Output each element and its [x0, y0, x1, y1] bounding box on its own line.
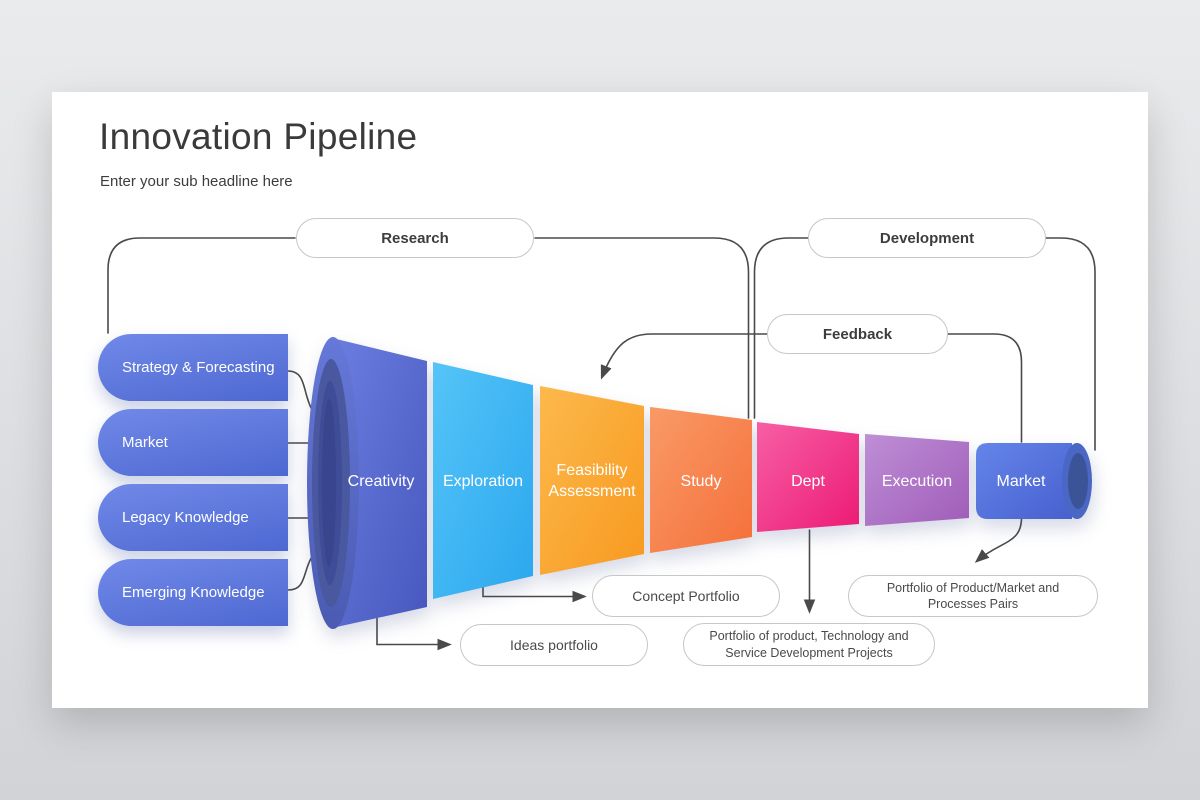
market-cap-inner	[1068, 453, 1088, 509]
input-label: Strategy & Forecasting	[122, 359, 275, 376]
input-box-market: Market	[98, 409, 288, 476]
funnel-stage-study-shape	[650, 407, 752, 553]
feedback-label: Feedback	[822, 325, 893, 343]
input-label: Legacy Knowledge	[122, 509, 249, 526]
funnel-stage-execution-shape	[865, 434, 969, 526]
funnel-stage-feasibility-shape	[540, 386, 644, 575]
funnel-mouth-core	[322, 399, 336, 567]
feedback-bracket-right	[947, 333, 1023, 443]
input-box-legacy-knowledge: Legacy Knowledge	[98, 484, 288, 551]
stage-label-dept: Dept	[791, 472, 825, 490]
funnel-stage-creativity-shape	[332, 338, 427, 628]
exploration-output-line	[482, 583, 587, 603]
funnel-shape	[307, 337, 1092, 629]
creativity-output-line	[376, 613, 452, 651]
development-bracket-left	[753, 237, 809, 419]
research-bracket-right	[534, 237, 750, 419]
output-label: Portfolio of product, Technology and Ser…	[709, 629, 909, 660]
feedback-pill: Feedback	[767, 314, 948, 354]
stage-label-study: Study	[680, 472, 722, 490]
page-subtitle: Enter your sub headline here	[100, 173, 293, 190]
funnel-stage-exploration-shape	[433, 362, 533, 599]
market-output-arrow	[974, 517, 1023, 563]
output-label: Concept Portfolio	[632, 588, 740, 604]
research-bracket-left	[107, 237, 296, 334]
concept-portfolio-pill: Concept Portfolio	[592, 575, 780, 617]
research-pill: Research	[296, 218, 534, 258]
development-label: Development	[879, 229, 975, 247]
research-label: Research	[381, 229, 449, 247]
output-label: Portfolio of Product/Market and Processe…	[886, 580, 1060, 611]
development-bracket-right	[1045, 237, 1096, 451]
feedback-arrow-to-funnel	[600, 333, 768, 380]
input-label: Market	[122, 434, 168, 451]
stage-label-market: Market	[996, 472, 1046, 490]
ideas-portfolio-pill: Ideas portfolio	[460, 624, 648, 666]
stage-label-exploration: Exploration	[442, 472, 524, 490]
portfolio-product-market-pill: Portfolio of Product/Market and Processe…	[848, 575, 1098, 617]
development-pill: Development	[808, 218, 1046, 258]
stage-label-execution: Execution	[881, 472, 953, 490]
funnel-stage-market-shape	[976, 443, 1072, 519]
input-box-strategy-forecasting: Strategy & Forecasting	[98, 334, 288, 401]
page-title: Innovation Pipeline	[99, 116, 418, 157]
input-label: Emerging Knowledge	[122, 584, 265, 601]
input-box-emerging-knowledge: Emerging Knowledge	[98, 559, 288, 626]
output-label: Ideas portfolio	[510, 637, 598, 653]
funnel-stage-dept-shape	[757, 422, 859, 532]
stage-label-feasibility-assessment: Feasibility Assessment	[548, 462, 636, 500]
stage-label-creativity: Creativity	[347, 472, 415, 490]
portfolio-product-tech-pill: Portfolio of product, Technology and Ser…	[683, 623, 935, 666]
